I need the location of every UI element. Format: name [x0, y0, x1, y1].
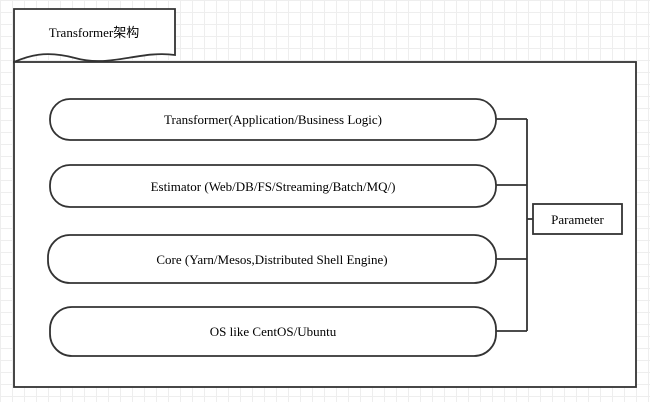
layer-label-os: OS like CentOS/Ubuntu: [209, 324, 337, 339]
layer-box-estimator: [49, 164, 497, 208]
parameter-box: [532, 203, 623, 235]
layer-label-core: Core (Yarn/Mesos,Distributed Shell Engin…: [156, 251, 388, 267]
layer-label-estimator: Estimator (Web/DB/FS/Streaming/Batch/MQ/…: [150, 178, 396, 194]
title-tab-shape: [13, 8, 176, 64]
parameter-label: Parameter: [551, 211, 604, 227]
layer-label-transformer: Transformer(Application/Business Logic): [164, 112, 382, 127]
diagram-title: Transformer架构: [48, 24, 140, 40]
